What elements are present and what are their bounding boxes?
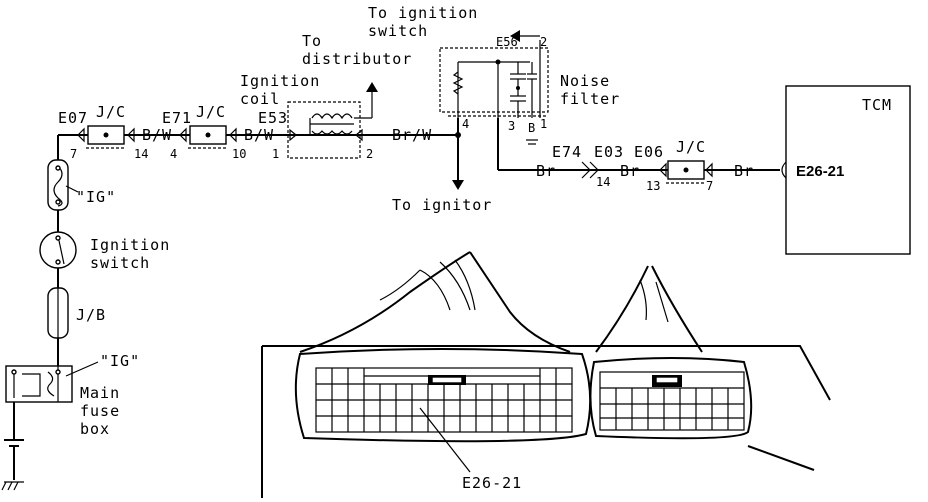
pin-4b: 4 [462,117,469,131]
tcm-signal-wire [497,118,780,171]
connector-label-e56: E56 [496,35,518,49]
arrow-left-icon [510,30,520,42]
pin-7a: 7 [70,147,77,161]
coil-icon [309,92,373,135]
wire-label-bw2: B/W [244,126,274,144]
to-ignitor-label: To ignitor [392,196,492,214]
pin-14a: 14 [134,147,148,161]
ground-icon [1,439,24,491]
connector-label-e07: E07 [58,109,88,127]
ig-label-2: "IG" [100,352,140,370]
tcm-label: TCM [862,96,892,114]
junction-connector-e06: E06 J/C 13 7 [634,138,713,193]
main-fuse-box [5,365,73,403]
junction-block [47,287,69,339]
wire-label-br2: Br [620,162,640,180]
tcm-module: TCM E26-21 [785,85,911,255]
pin-1b: 1 [540,117,547,131]
jc-label-2: J/C [196,103,226,121]
jc-label-3: J/C [676,138,706,156]
ignition-switch-label-2: switch [90,254,150,272]
to-ignition-switch-label-2: switch [368,22,428,40]
ignition-switch-label-1: Ignition [90,236,170,254]
pin-14b: 14 [596,175,610,189]
ignition-coil: E53 1 2 [258,82,378,161]
pin-4a: 4 [170,147,177,161]
ignition-coil-label-1: Ignition [240,72,320,90]
arrow-down-icon [452,180,464,190]
junction-connector-e07: E07 J/C 7 14 [58,103,148,161]
wire-label-bw1: B/W [142,126,172,144]
e26-21-leader-line [419,407,471,473]
wire-label-br1: Br [536,162,556,180]
pin-1a: 1 [272,147,279,161]
wire-label-br3: Br [734,162,754,180]
switch-icon [39,231,77,269]
pin-3: 3 [508,119,515,133]
connector-label-e03: E03 [594,143,624,161]
tcm-pin-label: E26-21 [796,163,844,180]
to-distributor-label-1: To [302,32,322,50]
jb-label: J/B [76,306,106,324]
main-fuse-label-1: Main [80,384,120,402]
ig-label-1: "IG" [76,188,116,206]
pin-2a: 2 [366,147,373,161]
power-feed-wire [13,135,59,440]
connector-label-e71: E71 [162,109,192,127]
ignition-coil-label-2: coil [240,90,280,108]
arrow-up-icon [366,82,378,92]
pin-10: 10 [232,147,246,161]
capacitor-icon [510,62,537,118]
fuse-icon [47,159,69,211]
to-distributor-label-2: distributor [302,50,412,68]
left-terminal-grid [315,367,573,433]
right-terminal-grid [599,371,745,431]
tcm-connector-illustration: E26-21 [261,251,831,498]
wire-label-brw: Br/W [392,126,432,144]
main-fuse-label-2: fuse [80,402,120,420]
jc-label-1: J/C [96,103,126,121]
connector-e74-e03: E74 E03 14 [552,143,624,189]
pin-2b: 2 [540,35,547,49]
noise-filter-label-1: Noise [560,72,610,90]
connector-label-e06: E06 [634,143,664,161]
main-fuse-label-3: box [80,420,110,438]
connector-label-e74: E74 [552,143,582,161]
junction-connector-e71: E71 J/C 4 10 [162,103,246,161]
noise-filter-label-2: filter [560,90,620,108]
pin-13: 13 [646,179,660,193]
connector-label-e53: E53 [258,109,288,127]
pin-b: B [528,121,535,135]
to-ignition-switch-label-1: To ignition [368,4,478,22]
ground-icon [526,139,538,145]
pin-7b: 7 [706,179,713,193]
junction-dot [455,132,461,138]
connector-e26-21-label: E26-21 [462,474,522,492]
noise-filter: E56 2 4 3 B 1 [439,30,549,145]
